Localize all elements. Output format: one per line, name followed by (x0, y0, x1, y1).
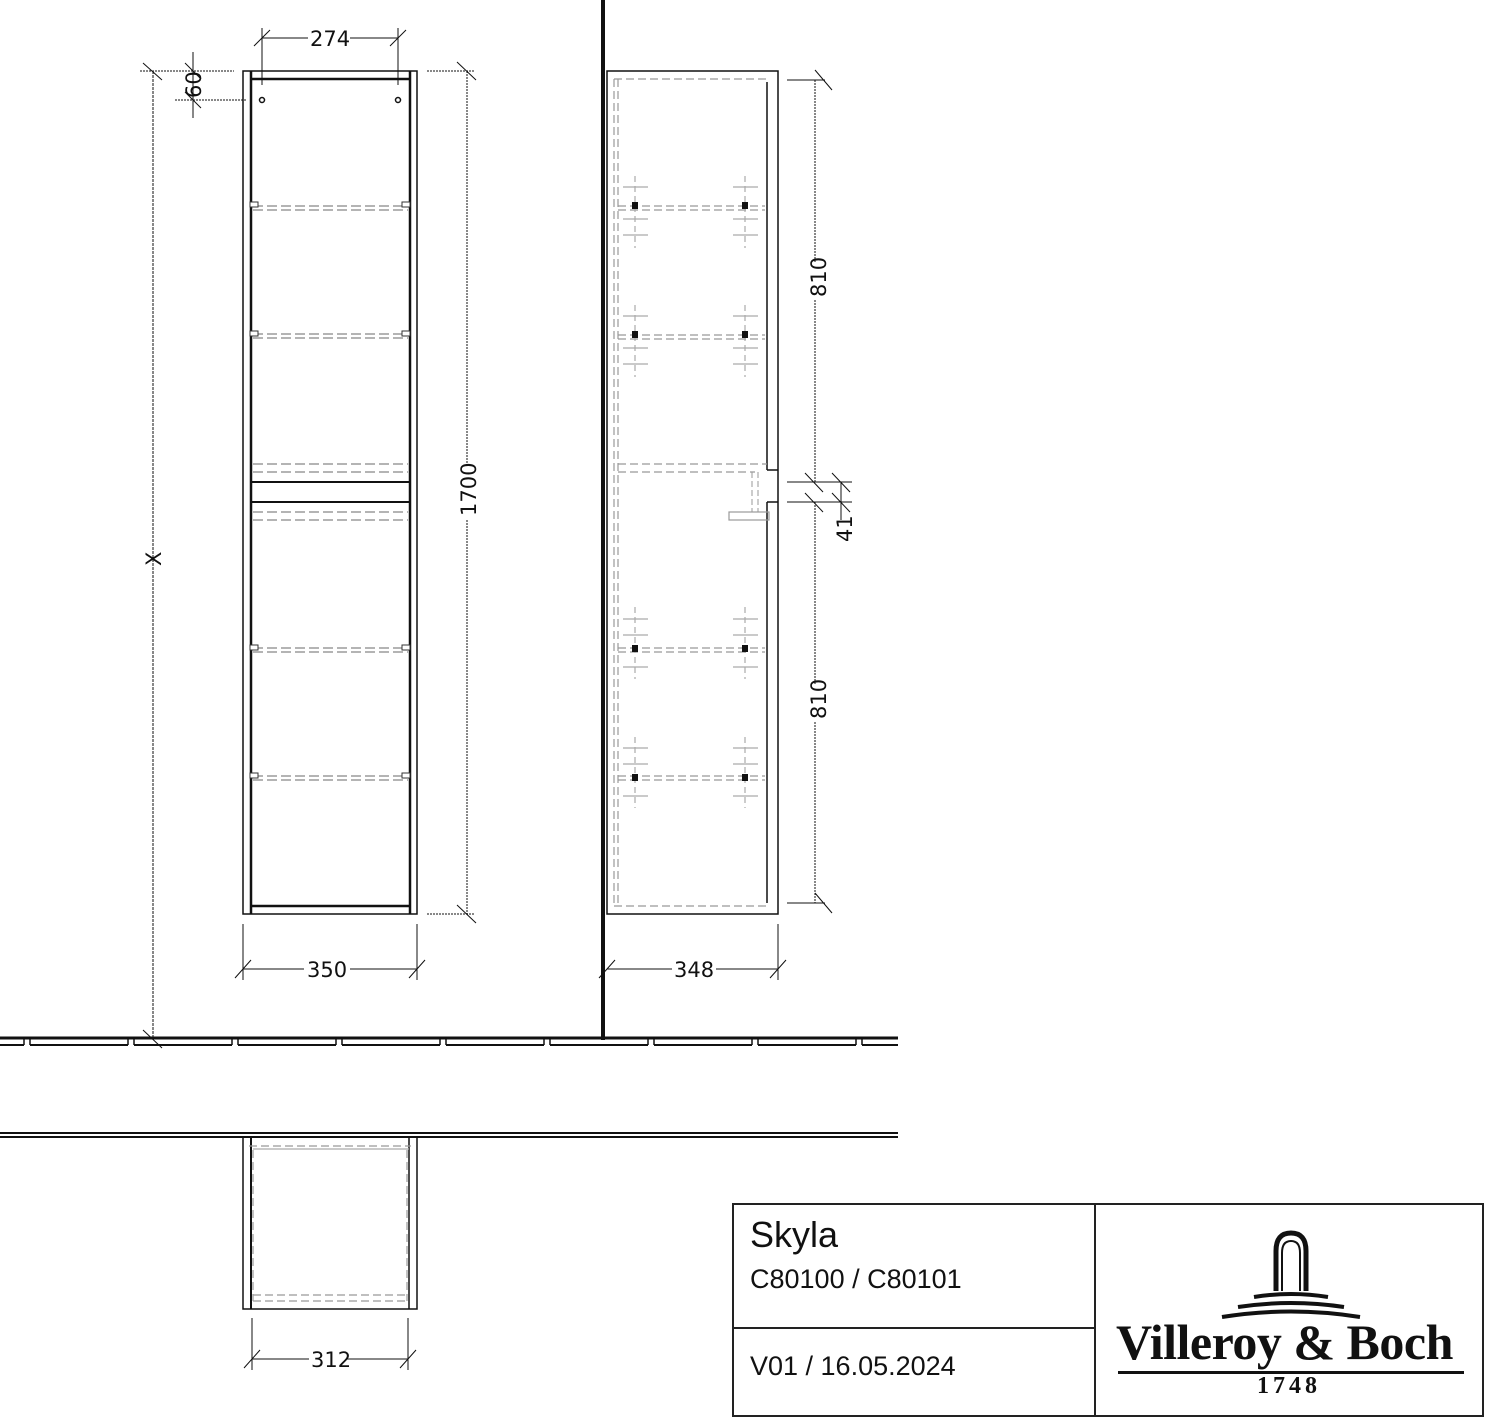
side-view (598, 0, 852, 1040)
title-block: Skyla C80100 / C80101 V01 / 16.05.2024 V… (732, 1203, 1484, 1417)
version-date: V01 / 16.05.2024 (750, 1351, 956, 1381)
top-view (0, 1132, 898, 1370)
front-outer-frame (242, 70, 418, 915)
brand-logo-area: Villeroy & Boch 1748 (1096, 1205, 1482, 1415)
dim-gap: 41 (833, 515, 857, 542)
brand-name: Villeroy & Boch (1116, 1314, 1453, 1370)
version-info: V01 / 16.05.2024 (734, 1329, 1094, 1415)
brand-underline (1118, 1371, 1464, 1374)
front-view (140, 28, 477, 1049)
hanging-hole-left-icon (258, 96, 266, 104)
dim-width: 350 (307, 958, 347, 982)
dim-mount-height: X (142, 552, 166, 566)
hanging-hole-right-icon (394, 96, 402, 104)
dim-height: 1700 (457, 463, 481, 516)
shelf-pin-markers (623, 176, 758, 808)
product-name: Skyla (750, 1214, 839, 1255)
dim-lower-compartment: 810 (807, 679, 831, 719)
dim-hole-spacing: 274 (310, 27, 350, 51)
dim-upper-compartment: 810 (807, 257, 831, 297)
dim-depth: 348 (674, 958, 714, 982)
brand-year: 1748 (1257, 1373, 1321, 1399)
dim-hole-offset: 60 (182, 71, 206, 98)
title-block-info: Skyla C80100 / C80101 V01 / 16.05.2024 (734, 1205, 1096, 1415)
article-numbers: C80100 / C80101 (750, 1264, 962, 1294)
fountain-logo-icon (1221, 1230, 1361, 1319)
product-info: Skyla C80100 / C80101 (734, 1205, 1094, 1329)
floor-line (0, 1036, 898, 1046)
dim-inner-width: 312 (311, 1348, 351, 1372)
